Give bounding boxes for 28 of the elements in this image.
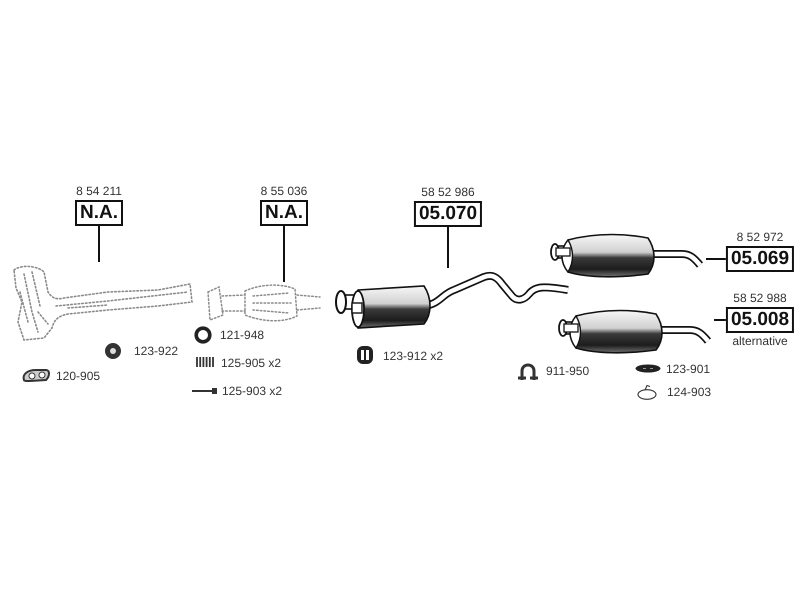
part-number: 8 52 972 (736, 231, 784, 244)
part-number: 58 52 988 (733, 292, 787, 305)
part-number: 125-903 x2 (222, 384, 282, 398)
part-number: 123-901 (666, 362, 710, 376)
catalytic-converter-drawing (205, 282, 323, 324)
note-text: alternative (732, 335, 788, 348)
part-number: 8 55 036 (260, 185, 308, 198)
leader-line (98, 226, 100, 262)
part-code-label: N.A. (75, 200, 123, 226)
leader-line (714, 319, 726, 321)
part-number: 8 54 211 (76, 185, 122, 198)
leader-line (447, 227, 449, 268)
rear-silencer-drawing (548, 232, 706, 278)
rear-silencer-drawing (556, 308, 714, 354)
leader-line (283, 226, 285, 282)
part-number: 120-905 (56, 369, 100, 383)
part-number: 121-948 (220, 328, 264, 342)
part-code-label: 05.070 (414, 201, 482, 227)
part-code-label: 05.069 (726, 246, 794, 272)
part-number: 58 52 986 (421, 186, 475, 199)
part-number: 911-950 (546, 364, 590, 378)
leader-line (706, 258, 726, 260)
part-code-label: 05.008 (726, 307, 794, 333)
part-number: 123-922 (134, 344, 178, 358)
part-number: 123-912 x2 (383, 349, 444, 363)
part-number: 124-903 (667, 385, 712, 399)
part-number: 125-905 x2 (221, 356, 282, 370)
part-code-label: N.A. (260, 200, 308, 226)
